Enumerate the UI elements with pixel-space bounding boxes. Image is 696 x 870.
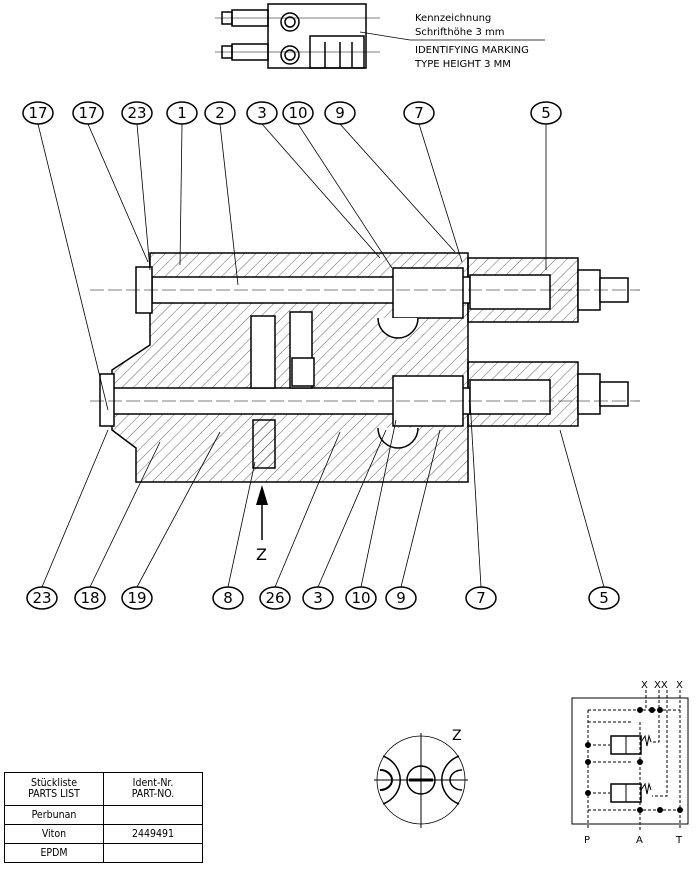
part-balloon: 26 <box>259 586 291 610</box>
header-en: PARTS LIST <box>28 788 80 800</box>
schematic-port-xx: XX <box>654 680 668 691</box>
part-balloon: 10 <box>282 101 314 125</box>
header-en: PART-NO. <box>131 788 175 800</box>
hydraulic-schematic <box>571 690 689 830</box>
part-number: 17 <box>78 104 97 122</box>
part-balloon: 3 <box>246 101 278 125</box>
leader-line <box>219 123 239 286</box>
view-z-arrow-label: Z <box>256 545 267 564</box>
leader-line <box>136 431 221 588</box>
part-number: 10 <box>351 589 370 607</box>
leader-line <box>418 123 463 263</box>
leader-line <box>179 123 183 266</box>
leader-line <box>297 123 393 269</box>
part-number: 26 <box>265 589 284 607</box>
part-balloon: 9 <box>324 101 356 125</box>
table-row: EPDM <box>4 843 203 863</box>
material-cell: Viton <box>4 824 104 844</box>
part-number: 17 <box>28 104 47 122</box>
leader-line <box>37 123 109 411</box>
schematic-port-x2: X <box>676 680 683 691</box>
leader-line <box>469 399 482 588</box>
header-de: Stückliste <box>30 777 78 789</box>
material-cell: Perbunan <box>4 805 104 825</box>
leader-line <box>89 441 161 588</box>
part-balloon: 23 <box>26 586 58 610</box>
part-number: 9 <box>335 104 345 122</box>
part-balloon: 17 <box>22 101 54 125</box>
table-row: Perbunan <box>4 805 203 825</box>
part-balloon: 5 <box>530 101 562 125</box>
part-number: 8 <box>223 589 233 607</box>
marking-en-line2: TYPE HEIGHT 3 MM <box>414 59 511 70</box>
part-number: 3 <box>257 104 267 122</box>
detail-view-z <box>374 733 468 828</box>
marking-de-line2: Schrifthöhe 3 mm <box>415 27 505 38</box>
leader-lines <box>37 123 605 588</box>
part-number: 1 <box>177 104 187 122</box>
leader-line <box>559 429 605 588</box>
detail-view-label: Z <box>452 728 462 744</box>
leader-line <box>41 429 109 588</box>
part-number: 5 <box>541 104 551 122</box>
part-number: 7 <box>414 104 424 122</box>
schematic-port-p: P <box>584 835 590 846</box>
top-view <box>215 3 545 69</box>
leader-line <box>274 431 341 588</box>
leader-line <box>136 123 151 271</box>
part-no-cell <box>103 843 203 863</box>
part-balloon: 8 <box>212 586 244 610</box>
part-no-cell: 2449491 <box>103 824 203 844</box>
leader-line <box>400 429 441 588</box>
part-number: 2 <box>215 104 225 122</box>
part-number: 7 <box>476 589 486 607</box>
part-number: 18 <box>80 589 99 607</box>
part-balloon: 5 <box>588 586 620 610</box>
part-balloon: 18 <box>74 586 106 610</box>
marking-de-line1: Kennzeichnung <box>415 13 491 24</box>
part-number: 19 <box>127 589 146 607</box>
part-balloon: 3 <box>302 586 334 610</box>
schematic-port-x1: X <box>641 680 648 691</box>
part-balloon: 2 <box>204 101 236 125</box>
leader-line <box>227 461 256 588</box>
part-number: 3 <box>313 589 323 607</box>
part-number: 5 <box>599 589 609 607</box>
leader-line <box>360 419 397 588</box>
leader-line <box>339 123 456 253</box>
part-balloon: 7 <box>403 101 435 125</box>
material-cell: EPDM <box>4 843 104 863</box>
leader-line <box>87 123 149 263</box>
schematic-port-t: T <box>675 835 683 846</box>
part-number: 10 <box>288 104 307 122</box>
part-no-cell <box>103 805 203 825</box>
view-z-arrow <box>256 485 268 540</box>
part-balloon: 7 <box>465 586 497 610</box>
part-balloon: 19 <box>121 586 153 610</box>
part-balloon: 9 <box>385 586 417 610</box>
part-number: 9 <box>396 589 406 607</box>
header-de: Ident-Nr. <box>132 777 174 789</box>
part-number: 23 <box>32 589 51 607</box>
part-balloon: 17 <box>72 101 104 125</box>
schematic-port-a: A <box>636 835 643 846</box>
leader-line <box>317 429 387 588</box>
part-number: 23 <box>127 104 146 122</box>
part-balloon: 10 <box>345 586 377 610</box>
part-balloon: 23 <box>121 101 153 125</box>
marking-en-line1: IDENTIFYING MARKING <box>415 45 529 56</box>
leader-line <box>261 123 381 259</box>
valve-section-view <box>90 252 640 483</box>
parts-list-header-right: Ident-Nr.PART-NO. <box>103 772 203 806</box>
part-balloon: 1 <box>166 101 198 125</box>
